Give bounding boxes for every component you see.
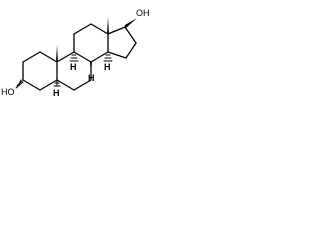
methyl-c18-wedge: [107, 17, 109, 34]
ring-d: [107, 26, 137, 59]
h8-label: H: [88, 73, 95, 83]
bond-c4-c5a: [22, 79, 41, 91]
h14-label: H: [104, 62, 111, 72]
bond-c17-c16: [124, 26, 137, 44]
hydroxyl-3-label: HO: [1, 87, 15, 97]
bond-c2-c3: [22, 51, 41, 63]
bond-c5-c10a: [39, 79, 58, 91]
bond-c14-c8: [90, 51, 109, 63]
bond-c7-c6: [73, 79, 92, 91]
bond-c6-c5: [56, 79, 75, 91]
h9-hashed-wedge: [69, 54, 79, 62]
bond-c9-c8: [73, 51, 92, 63]
h5-hashed-wedge: [53, 79, 61, 87]
hydroxyl-17-wedge: [125, 18, 137, 29]
steroid-structure-diagram: HO OH H H H H: [1, 8, 150, 98]
bond-c15-c14: [107, 51, 127, 59]
bond-c10-c9: [56, 51, 75, 63]
hydroxyl-17-label: OH: [136, 8, 150, 18]
bond-c10-c1: [39, 51, 58, 63]
bond-c11-c12: [73, 23, 92, 35]
hydroxyl-3-hashed-wedge: [15, 79, 24, 89]
h8-wedge: [90, 62, 92, 72]
h5-label: H: [53, 88, 60, 98]
bond-c12-c13: [90, 23, 109, 35]
h9-label: H: [70, 62, 77, 72]
ring-a: [22, 51, 58, 91]
bond-c13-c17: [107, 26, 126, 35]
ring-c: [73, 23, 109, 63]
h14-hashed-wedge: [103, 54, 113, 62]
bond-c16-c15: [125, 42, 137, 59]
methyl-c19-wedge: [56, 45, 58, 62]
